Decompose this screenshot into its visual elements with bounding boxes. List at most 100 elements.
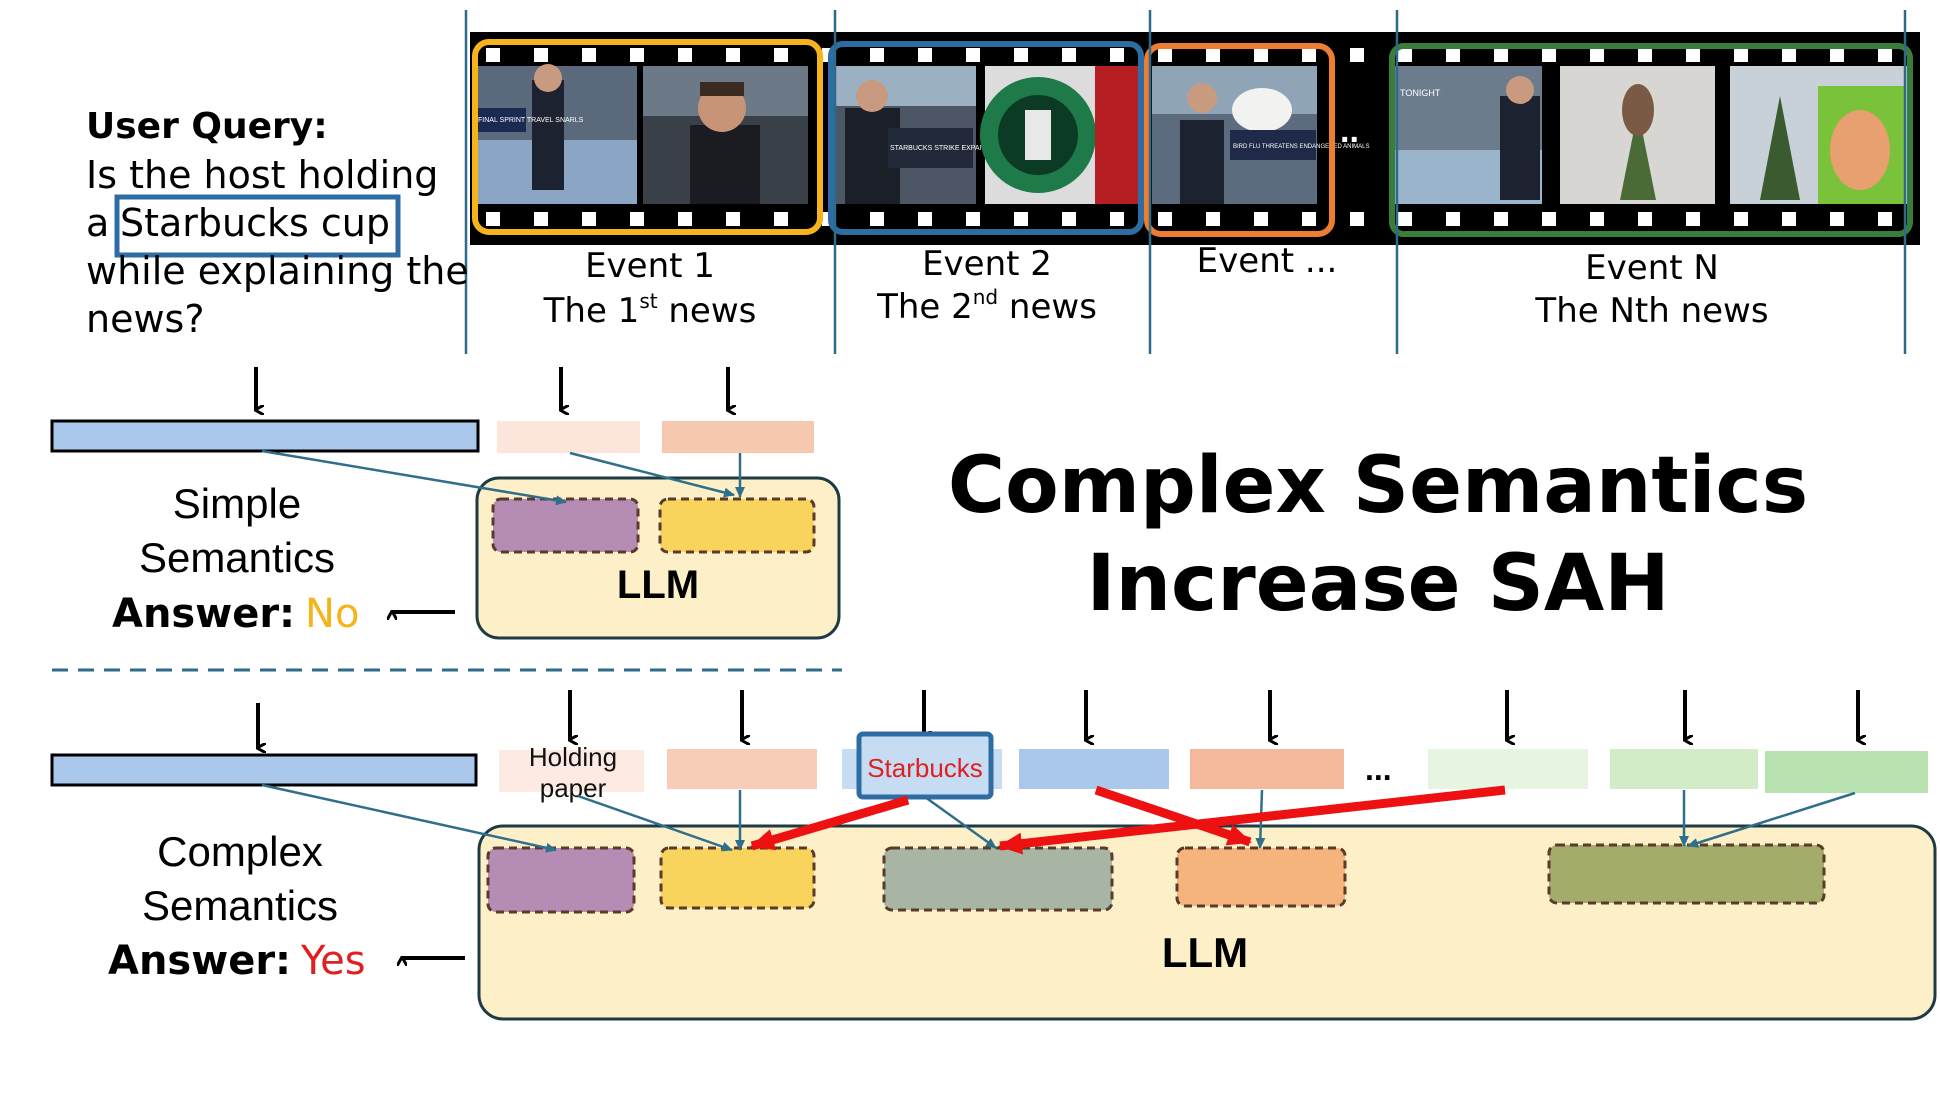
llm-label-complex: LLM xyxy=(1162,929,1248,976)
sprocket-hole xyxy=(1590,212,1604,226)
video-frame-3: BIRD FLU THREATENS ENDANGERED ANIMALS xyxy=(1152,66,1369,204)
sprocket-hole xyxy=(1254,48,1268,62)
event-2-name: Event 2 xyxy=(922,244,1052,284)
llm-slot-gray-green xyxy=(882,846,1114,912)
sprocket-hole xyxy=(1158,212,1172,226)
sprocket-hole xyxy=(1878,212,1892,226)
sprocket-hole xyxy=(534,212,548,226)
sprocket-hole xyxy=(966,48,980,62)
sprocket-hole xyxy=(1014,48,1028,62)
teal-link-starbucks xyxy=(924,795,997,850)
token-holding-paper xyxy=(499,750,644,792)
starbucks-token-label: Starbucks xyxy=(867,753,983,783)
sprocket-hole xyxy=(582,48,596,62)
sprocket-hole xyxy=(1398,48,1412,62)
headline: Complex Semantics Increase SAH xyxy=(948,441,1808,629)
user-query-title: User Query: xyxy=(86,106,328,147)
sprocket-hole xyxy=(1686,212,1700,226)
sprocket-hole xyxy=(1494,48,1508,62)
sprocket-hole xyxy=(1158,48,1172,62)
sprocket-hole xyxy=(1734,48,1748,62)
video-frame-n: TONIGHT xyxy=(1392,66,1910,204)
sprocket-hole xyxy=(630,48,644,62)
sprocket-hole xyxy=(870,212,884,226)
sprocket-hole xyxy=(1782,212,1796,226)
sprocket-hole xyxy=(918,212,932,226)
sprocket-hole xyxy=(1446,48,1460,62)
video-frame-1: FINAL SPRINT TRAVEL SNARLS xyxy=(472,64,808,204)
teal-link-holding xyxy=(577,794,733,852)
teal-link-query-simple xyxy=(261,449,567,506)
headline-line-2: Increase SAH xyxy=(1086,539,1669,629)
frame-caption-4: TONIGHT xyxy=(1400,88,1441,98)
sprocket-hole xyxy=(582,212,596,226)
sprocket-hole xyxy=(630,212,644,226)
token-event3 xyxy=(1190,749,1344,789)
sprocket-hole xyxy=(1062,48,1076,62)
teal-link-event1-a xyxy=(569,451,735,498)
sprocket-hole xyxy=(1638,212,1652,226)
simple-label-1: Simple xyxy=(173,480,301,527)
simple-label-2: Semantics xyxy=(139,534,335,581)
sprocket-hole xyxy=(1062,212,1076,226)
sprocket-hole xyxy=(1110,212,1124,226)
token-event2 xyxy=(1019,749,1169,789)
sprocket-hole xyxy=(486,48,500,62)
query-token-bar xyxy=(50,419,480,453)
user-query-highlight: Starbucks cup xyxy=(120,201,390,245)
sprocket-hole xyxy=(678,48,692,62)
sprocket-hole xyxy=(534,48,548,62)
user-query-line-2-prefix: a xyxy=(86,201,109,245)
event-labels: Event 1 The 1st news Event 2 The 2nd new… xyxy=(543,241,1769,331)
complex-answer: Answer:Yes xyxy=(108,938,366,984)
event1-token xyxy=(662,421,814,453)
sprocket-hole xyxy=(486,212,500,226)
event-1-name: Event 1 xyxy=(585,246,715,286)
user-query-line-3: while explaining the xyxy=(86,249,469,293)
sprocket-hole xyxy=(1350,212,1364,226)
film-sprocket-holes xyxy=(486,48,1892,226)
sprocket-hole xyxy=(1830,48,1844,62)
sprocket-hole xyxy=(1782,48,1796,62)
sprocket-hole xyxy=(1734,212,1748,226)
sprocket-hole xyxy=(1830,212,1844,226)
event-separators xyxy=(464,10,1907,354)
llm-slot-purple-2 xyxy=(486,846,636,914)
sprocket-hole xyxy=(1254,212,1268,226)
red-attention-event2-to-event3 xyxy=(1094,785,1252,847)
sprocket-hole xyxy=(918,48,932,62)
film-strip: FINAL SPRINT TRAVEL SNARLS STARBUCKS STR… xyxy=(470,32,1920,245)
sprocket-hole xyxy=(1542,48,1556,62)
llm-slot-yellow-2 xyxy=(659,846,816,910)
headline-line-1: Complex Semantics xyxy=(948,441,1808,531)
token-event-n-b xyxy=(1610,749,1758,789)
sprocket-hole xyxy=(1014,212,1028,226)
sprocket-hole xyxy=(1542,212,1556,226)
sprocket-hole xyxy=(1206,212,1220,226)
token-ellipsis: ... xyxy=(1365,751,1392,787)
teal-link-query-complex xyxy=(261,783,557,853)
event1-token-light xyxy=(497,421,640,453)
sprocket-hole xyxy=(1686,48,1700,62)
sprocket-hole xyxy=(1302,212,1316,226)
user-query-line-4: news? xyxy=(86,297,205,341)
sprocket-hole xyxy=(726,212,740,226)
teal-link-event-n-c xyxy=(1687,791,1856,848)
llm-slot-orange xyxy=(1175,846,1347,908)
user-query: User Query: Is the host holding a Starbu… xyxy=(86,106,469,341)
event-2-border xyxy=(828,41,1144,235)
complex-label-1: Complex xyxy=(157,828,323,875)
sprocket-hole xyxy=(870,48,884,62)
film-ellipsis: .. xyxy=(1340,112,1359,150)
query-token-bar-complex xyxy=(50,753,478,787)
sprocket-hole xyxy=(726,48,740,62)
frame-caption-3: BIRD FLU THREATENS ENDANGERED ANIMALS xyxy=(1233,144,1369,150)
token-event1 xyxy=(667,749,817,789)
starbucks-cup-highlight-box xyxy=(114,194,401,258)
simple-answer: Answer:No xyxy=(112,591,359,637)
frame-caption-2: STARBUCKS STRIKE EXPANDS NATIONWIDE xyxy=(890,145,1041,152)
llm-label-simple: LLM xyxy=(617,563,699,607)
